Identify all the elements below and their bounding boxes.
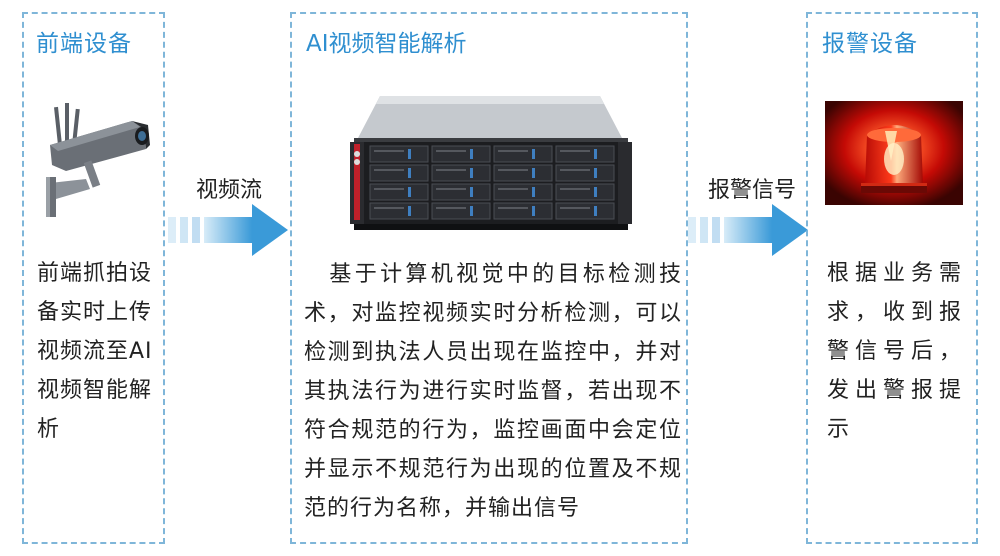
right-arrow-icon bbox=[688, 204, 808, 256]
right-arrow-icon bbox=[168, 204, 288, 256]
video-stream-label: 视频流 bbox=[196, 178, 263, 203]
alarm-device-panel: 报警设备 根据业务需求，收到报警信号后，发出警报提示 bbox=[806, 12, 978, 544]
front-device-title: 前端设备 bbox=[36, 31, 132, 57]
front-device-panel: 前端设备 前端抓拍设备实时上传视频流至AI视频智能解析 bbox=[22, 12, 165, 544]
security-camera-icon bbox=[46, 103, 150, 217]
ai-analysis-panel: AI视频智能解析 bbox=[290, 12, 688, 544]
alarm-device-title: 报警设备 bbox=[822, 31, 918, 57]
ai-analysis-description: 基于计算机视觉中的目标检测技术，对监控视频实时分析检测，可以检测到执法人员出现在… bbox=[304, 262, 682, 521]
ai-analysis-title: AI视频智能解析 bbox=[306, 31, 467, 57]
alarm-beacon-icon bbox=[825, 101, 963, 205]
front-device-description: 前端抓拍设备实时上传视频流至AI视频智能解析 bbox=[37, 261, 153, 442]
alarm-device-description: 根据业务需求，收到报警信号后，发出警报提示 bbox=[827, 261, 968, 442]
alarm-signal-label: 报警信号 bbox=[708, 178, 797, 203]
rack-server-icon bbox=[350, 96, 632, 230]
